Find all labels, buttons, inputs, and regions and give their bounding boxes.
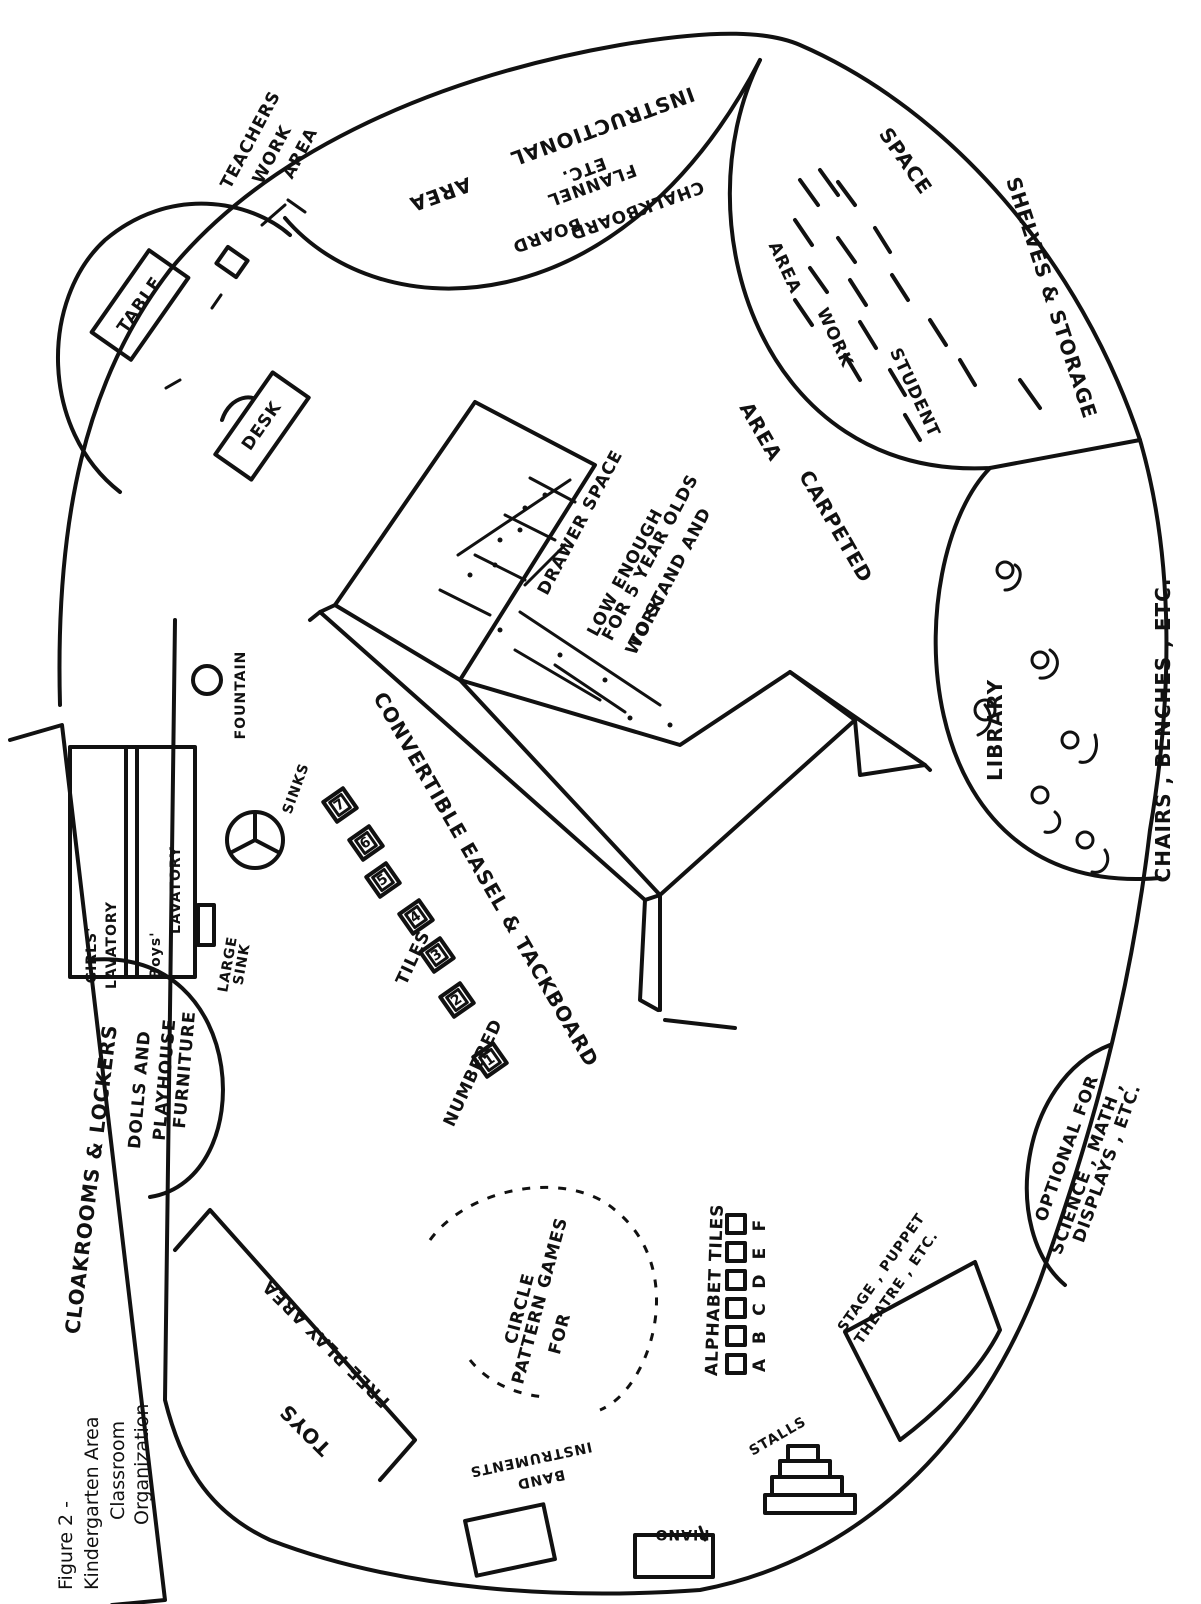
alphabet-tiles: AB C DE F: [725, 1213, 770, 1375]
stage-puppet-theatre: [843, 1260, 1002, 1442]
science-display-region: [1024, 1043, 1112, 1287]
fountain-label: FOUNTAIN: [233, 651, 249, 740]
student-work-desks: [793, 168, 1042, 442]
toys-label: TOYS: [274, 1399, 335, 1460]
teachers-work-area-outline: [56, 201, 292, 494]
sinks-label: SINKS: [280, 761, 313, 816]
band-instruments: [463, 1502, 557, 1578]
lavatory-block: [68, 745, 197, 979]
caption-line3: Classroom: [107, 1421, 129, 1520]
storage-area-region: [727, 58, 1142, 471]
alphabet-tile-letter: C: [750, 1302, 770, 1315]
fountain: [191, 664, 223, 696]
alphabet-tile: [725, 1297, 747, 1319]
alphabet-tile: [725, 1269, 747, 1291]
girls-lavatory-label-2: LAVATORY: [104, 901, 120, 989]
carpeted-area-label: AREA: [735, 398, 788, 465]
sinks: [225, 810, 285, 870]
boys-lavatory-label-2: LAVATORY: [168, 846, 184, 934]
stalls-label: STALLS: [747, 1414, 810, 1460]
numbered-label: NUMBERED: [440, 1016, 507, 1130]
library-region: [933, 466, 1162, 881]
cloakrooms-label: CLOAKROOMS & LOCKERS: [60, 1023, 122, 1336]
stalls: [763, 1444, 857, 1515]
shelves-storage-label: SHELVES & STORAGE: [1001, 174, 1102, 422]
student-area-label: AREA: [764, 239, 805, 297]
caption-line4: Organization: [131, 1404, 153, 1525]
numbered-tile: 2: [438, 981, 476, 1019]
piano: [633, 1533, 715, 1579]
circle-pattern-dashed: [428, 1185, 658, 1412]
alphabet-tile: [725, 1325, 747, 1347]
band-label: BAND: [515, 1466, 566, 1492]
alphabet-tile-letter: E: [750, 1247, 770, 1260]
alphabet-tile: [725, 1241, 747, 1263]
piano-label: PIANO: [655, 1526, 710, 1542]
board-label: BOARD: [509, 213, 584, 257]
library-seats: [973, 560, 1110, 874]
alphabet-tile-letter: F: [750, 1219, 770, 1232]
desk: [213, 370, 311, 482]
for-label: FOR: [545, 1311, 575, 1357]
easel-tackboard-label: CONVERTIBLE EASEL & TACKBOARD: [368, 688, 603, 1072]
caption-line2: Kindergarten Area: [81, 1417, 103, 1590]
space-label: SPACE: [874, 123, 937, 199]
classroom-outline: [57, 31, 1169, 1596]
tiles-label: TILES: [392, 928, 434, 989]
alphabet-tile-letter: B: [750, 1330, 770, 1344]
l-shaped-counter: [308, 400, 932, 1030]
numbered-tile: 5: [364, 861, 402, 899]
alphabet-tiles-label: ALPHABET TILES: [702, 1203, 728, 1376]
large-sink: [196, 903, 216, 947]
alphabet-tile: [725, 1213, 747, 1235]
toys-shelf: [173, 1208, 417, 1482]
alphabet-tile: [725, 1353, 747, 1375]
table: [89, 248, 191, 362]
numbered-tile: 4: [397, 898, 435, 936]
playhouse-area: [88, 957, 225, 1199]
caption-line1: Figure 2 -: [55, 1501, 77, 1590]
free-play-area-label: FREE PLAY AREA: [259, 1276, 395, 1412]
instructional-area-region: [283, 58, 762, 291]
student-label: STUDENT: [885, 345, 944, 441]
numbered-tile: 3: [418, 936, 456, 974]
numbered-tile: 1: [471, 1041, 509, 1079]
instructional-area-label: AREA: [406, 172, 474, 216]
alphabet-tile-letter: D: [750, 1273, 770, 1288]
alphabet-tile-letter: A: [750, 1358, 770, 1372]
chairs-benches-label: CHAIRS , BENCHES , ETC.: [1151, 578, 1175, 883]
numbered-tile: 7: [321, 786, 359, 824]
numbered-tile: 6: [347, 824, 385, 862]
sink-label: SINK: [231, 942, 254, 986]
table-label: TABLE: [113, 273, 166, 337]
cloakrooms-lockers: [8, 723, 167, 1604]
carpeted-label: CARPETED: [794, 466, 878, 587]
